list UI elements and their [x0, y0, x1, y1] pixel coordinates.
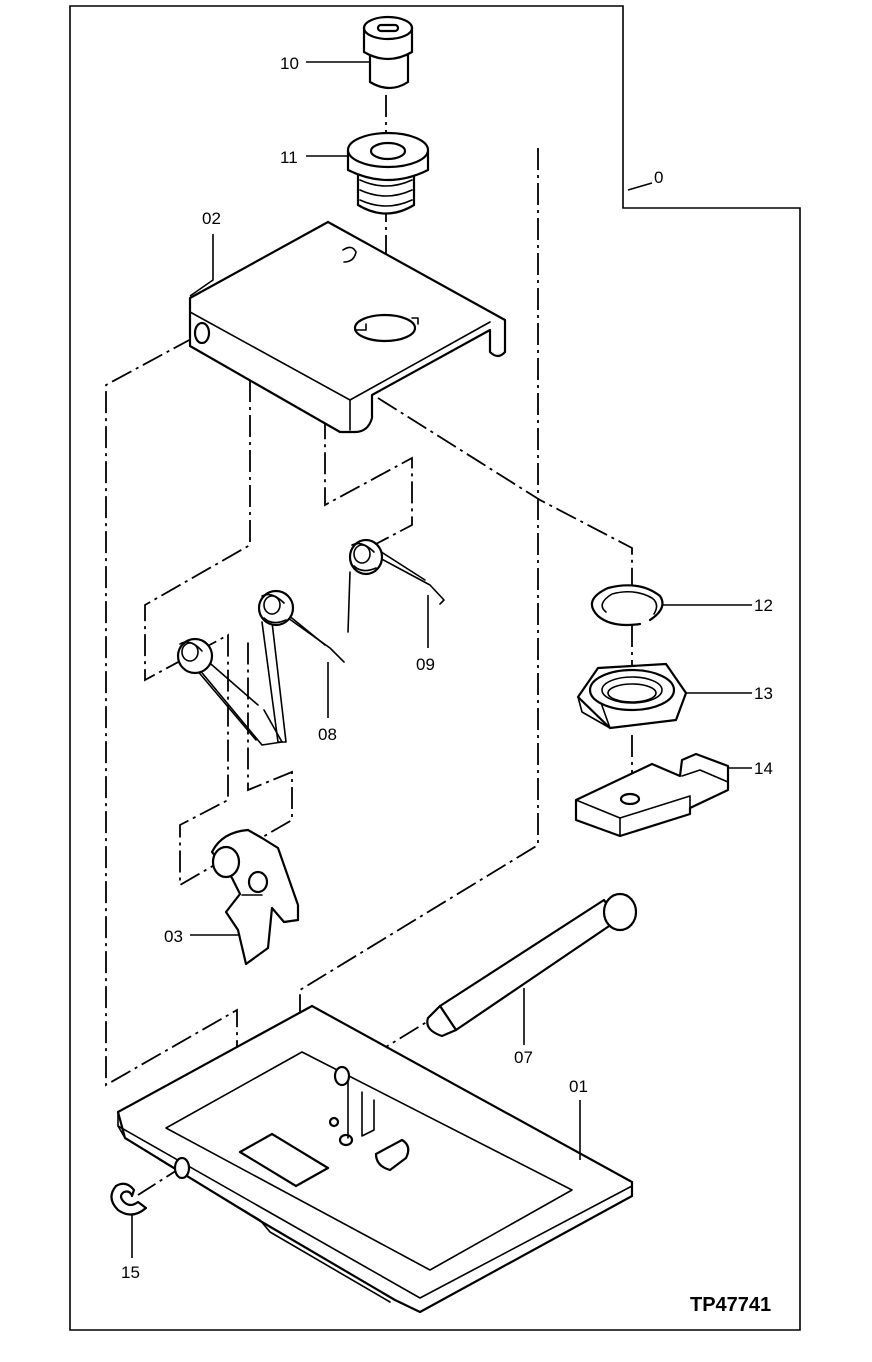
leader-lines [131, 61, 752, 1258]
callout-12: 12 [754, 596, 773, 615]
key-cylinder-plug-icon [362, 15, 414, 90]
callout-09: 09 [416, 655, 435, 674]
torsion-spring-09-icon [347, 538, 445, 633]
lock-tab-icon [574, 752, 730, 838]
callout-15: 15 [121, 1263, 140, 1282]
torsion-spring-08-icon [257, 589, 345, 743]
retaining-ring-icon [590, 584, 664, 627]
lock-cylinder-housing-icon [346, 131, 430, 215]
callout-10: 10 [280, 54, 299, 73]
torsion-spring-pawl-icon [176, 637, 283, 746]
callout-07: 07 [514, 1048, 533, 1067]
callout-0: 0 [654, 168, 663, 187]
e-clip-icon [110, 1182, 148, 1216]
latch-cover-plate-icon [188, 220, 507, 434]
latch-base-plate-icon [116, 1004, 634, 1314]
callout-11: 11 [280, 148, 298, 167]
callout-08: 08 [318, 725, 337, 744]
callout-03: 03 [164, 927, 183, 946]
callout-14: 14 [754, 759, 773, 778]
hex-nut-icon [576, 662, 688, 730]
assembly-border [69, 5, 801, 1331]
callout-13: 13 [754, 684, 773, 703]
latch-pawl-icon [210, 828, 300, 966]
figure-reference: TP47741 [690, 1294, 771, 1316]
callout-02: 02 [202, 209, 221, 228]
pivot-pin-icon [426, 892, 638, 1038]
callout-01: 01 [569, 1077, 588, 1096]
